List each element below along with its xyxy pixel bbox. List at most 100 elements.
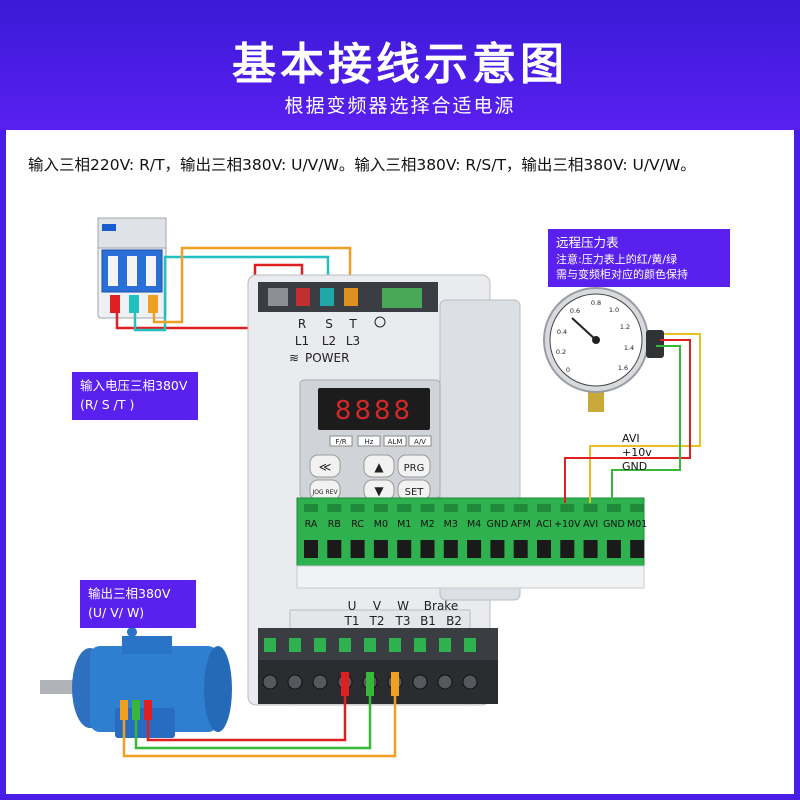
circuit-breaker <box>97 217 167 319</box>
key-shift[interactable]: ≪ <box>319 460 332 474</box>
control-terminal-7: M4 <box>467 519 481 530</box>
terminal-top-6 <box>443 504 458 512</box>
control-terminal-2: RC <box>351 519 364 530</box>
terminal-top-11 <box>560 504 575 512</box>
wire-tip-t3 <box>391 672 399 696</box>
control-terminal-13: GND <box>603 519 625 530</box>
terminal-screw-14 <box>630 540 645 558</box>
input-terminal-labels: R S T L1 L2 L3 <box>295 317 360 348</box>
terminal-screw-6 <box>443 540 458 558</box>
terminal-top-0 <box>304 504 318 512</box>
input-letter-t: T <box>348 317 357 331</box>
input-term-l2: L2 <box>322 334 336 348</box>
key-prg[interactable]: PRG <box>404 463 425 474</box>
svg-text:AVI: AVI <box>622 432 640 445</box>
control-terminal-8: GND <box>487 519 509 530</box>
terminal-top-12 <box>583 504 598 512</box>
output-screw-0 <box>262 674 278 690</box>
control-terminal-0: RA <box>305 519 318 530</box>
gauge-note-2: 需与变频柜对应的颜色保持 <box>556 268 688 281</box>
gauge-title: 远程压力表 <box>556 235 619 250</box>
terminal-screw-1 <box>327 540 342 558</box>
terminal-top-9 <box>513 504 528 512</box>
terminal-top-7 <box>467 504 482 512</box>
terminal-top-14 <box>630 504 645 512</box>
input-term-l1: L1 <box>295 334 309 348</box>
output-screw-6 <box>412 674 428 690</box>
gauge-signal-labels: AVI +10v GND <box>622 432 652 473</box>
output-top-1 <box>289 638 301 652</box>
terminal-top-13 <box>606 504 621 512</box>
output-top-5 <box>389 638 401 652</box>
svg-text:1.4: 1.4 <box>624 344 634 352</box>
control-terminal-4: M1 <box>397 519 411 530</box>
indicator-labels: F/R Hz ALM A/V <box>329 435 432 447</box>
output-screw-1 <box>287 674 303 690</box>
svg-text:0.2: 0.2 <box>556 348 566 356</box>
svg-text:Hz: Hz <box>365 438 374 446</box>
key-jog-rev[interactable]: JOG REV <box>311 489 338 496</box>
svg-text:B1: B1 <box>420 614 436 628</box>
svg-text:0.4: 0.4 <box>557 328 567 336</box>
input-voltage-line1: 输入电压三相380V <box>80 378 188 393</box>
svg-text:T3: T3 <box>395 614 411 628</box>
gauge-note-1: 注意:压力表上的红/黄/绿 <box>556 253 678 266</box>
svg-text:1.6: 1.6 <box>618 364 628 372</box>
terminal-screw-3 <box>373 540 388 558</box>
output-voltage-box: 输出三相380V (U/ V/ W) <box>80 580 196 628</box>
svg-text:+10v: +10v <box>622 446 652 459</box>
control-terminal-12: AVI <box>583 519 598 530</box>
svg-text:T2: T2 <box>369 614 385 628</box>
terminal-screw-0 <box>304 540 318 558</box>
frame-right <box>794 130 800 800</box>
motor <box>40 627 232 738</box>
terminal-screw-5 <box>420 540 435 558</box>
svg-text:T1: T1 <box>344 614 360 628</box>
page-subtitle: 根据变频器选择合适电源 <box>284 95 516 117</box>
control-terminal-1: RB <box>328 519 341 530</box>
output-top-6 <box>414 638 426 652</box>
key-down[interactable]: ▼ <box>374 484 384 498</box>
input-term-l3: L3 <box>346 334 360 348</box>
svg-text:0.8: 0.8 <box>591 299 601 307</box>
page-title: 基本接线示意图 <box>232 39 568 90</box>
output-top-7 <box>439 638 451 652</box>
control-terminal-11: +10V <box>554 519 581 530</box>
output-top-3 <box>339 638 351 652</box>
led-display: 8888 <box>335 396 413 426</box>
terminal-screw-9 <box>513 540 528 558</box>
input-letter-s: S <box>325 317 333 331</box>
output-voltage-line1: 输出三相380V <box>88 586 171 601</box>
output-top-8 <box>464 638 476 652</box>
terminal-screw-11 <box>560 540 575 558</box>
control-terminal-14: M01 <box>627 519 647 530</box>
terminal-screw-2 <box>350 540 365 558</box>
output-voltage-line2: (U/ V/ W) <box>88 605 145 620</box>
input-voltage-box: 输入电压三相380V (R/ S /T ) <box>72 372 198 420</box>
svg-text:Brake: Brake <box>424 599 458 613</box>
terminal-screw-10 <box>537 540 551 558</box>
svg-text:ALM: ALM <box>388 438 403 446</box>
terminal-top-2 <box>350 504 365 512</box>
output-screw-7 <box>437 674 453 690</box>
svg-text:GND: GND <box>622 460 647 473</box>
control-terminal-9: AFM <box>511 519 531 530</box>
key-set[interactable]: SET <box>405 487 425 498</box>
terminal-top-10 <box>537 504 551 512</box>
control-terminal-6: M3 <box>444 519 458 530</box>
svg-text:1.0: 1.0 <box>609 306 619 314</box>
svg-text:B2: B2 <box>446 614 462 628</box>
svg-text:F/R: F/R <box>335 438 346 446</box>
output-terminal-labels: U V W T1 T2 T3 Brake B1 B2 <box>344 599 462 628</box>
output-top-4 <box>364 638 376 652</box>
ground-icon <box>374 316 386 328</box>
terminal-screw-12 <box>583 540 598 558</box>
key-up[interactable]: ▲ <box>374 460 384 474</box>
terminal-screw-13 <box>606 540 621 558</box>
svg-text:W: W <box>397 599 409 613</box>
keypad-keys: ≪ ▲ PRG JOG REV ▼ SET <box>311 460 424 498</box>
svg-text:V: V <box>373 599 382 613</box>
svg-text:1.2: 1.2 <box>620 323 630 331</box>
